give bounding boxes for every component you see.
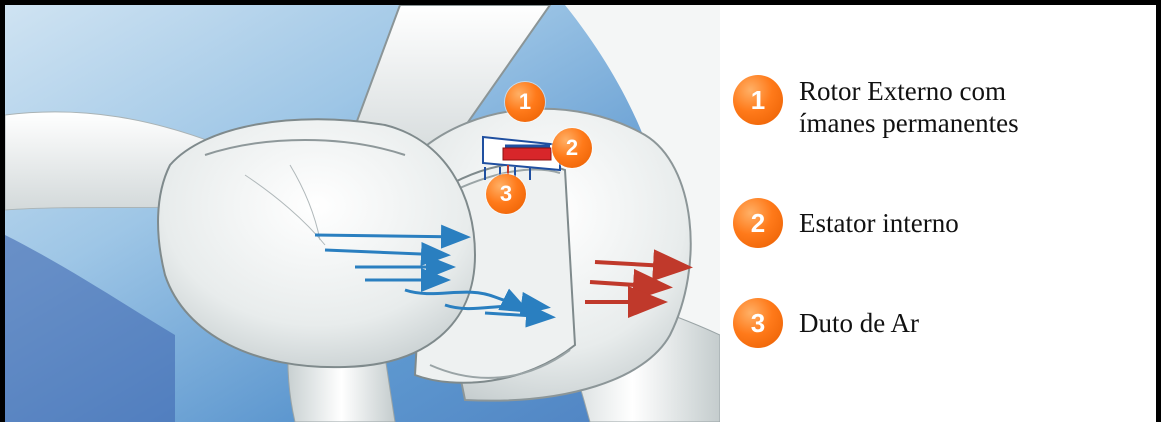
- diagram-marker-1: 1: [505, 82, 545, 122]
- hub: [158, 119, 475, 367]
- legend-label: Estator interno: [799, 207, 959, 239]
- legend-number-badge: 2: [733, 198, 783, 248]
- legend-item-air-duct: 3 Duto de Ar: [733, 298, 919, 348]
- legend-number-badge: 3: [733, 298, 783, 348]
- legend-label: Duto de Ar: [799, 307, 919, 339]
- legend-number-badge: 1: [733, 75, 783, 125]
- diagram-marker-3: 3: [486, 174, 526, 214]
- wind-turbine-illustration: [5, 5, 720, 422]
- diagram-marker-2: 2: [552, 128, 592, 168]
- legend-item-stator: 2 Estator interno: [733, 198, 959, 248]
- legend-item-rotor: 1 Rotor Externo com ímanes permanentes: [733, 75, 1019, 139]
- legend-label: Rotor Externo com ímanes permanentes: [799, 75, 1019, 139]
- stator-section: [503, 148, 551, 160]
